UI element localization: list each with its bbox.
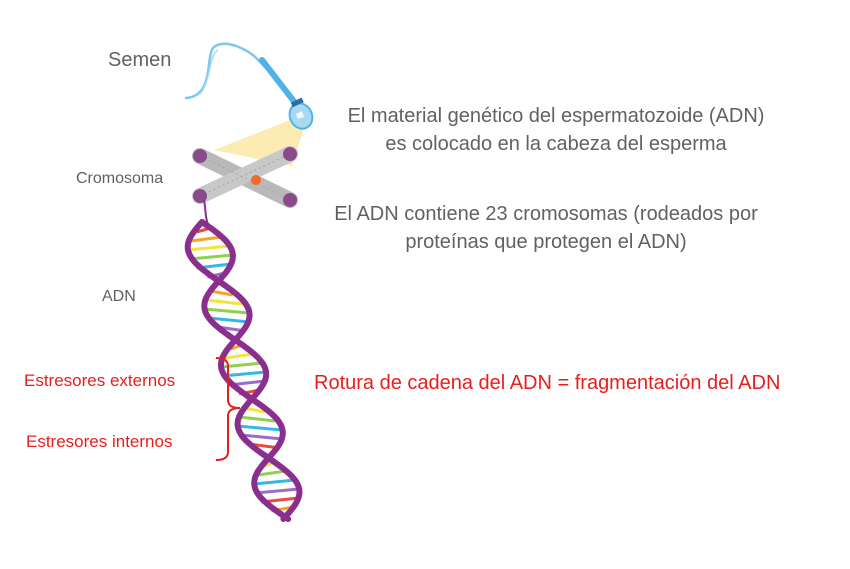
- base-pair: [241, 433, 283, 441]
- dna-strand-a: [199, 219, 303, 522]
- stressor-bracket: [215, 357, 241, 461]
- base-pair: [254, 478, 296, 486]
- base-pair: [255, 487, 300, 495]
- sperm-material-caption: El material genético del espermatozoide …: [318, 102, 794, 158]
- base-pair: [237, 424, 282, 432]
- sperm-icon: [184, 42, 314, 130]
- base-pair: [187, 244, 230, 252]
- adn-chromosome-caption: El ADN contiene 23 cromosomas (rodeados …: [306, 200, 786, 256]
- dna-helix-icon: [184, 219, 303, 522]
- base-pair: [204, 307, 249, 315]
- base-pair: [189, 253, 234, 261]
- internal-stressors-label: Estresores internos: [26, 432, 173, 451]
- cromosoma-label: Cromosoma: [76, 170, 164, 187]
- adn-caption-line-1: El ADN contiene 23 cromosomas (rodeados …: [334, 203, 758, 225]
- adn-label: ADN: [102, 288, 136, 305]
- base-pair: [222, 370, 267, 378]
- dna-strand-b: [184, 219, 292, 522]
- sperm-material-line-1: El material genético del espermatozoide …: [347, 105, 765, 127]
- base-pair: [190, 235, 223, 243]
- base-pair: [257, 469, 287, 477]
- base-pair: [210, 289, 233, 297]
- sperm-material-line-2: es colocado en la cabeza del esperma: [385, 133, 727, 155]
- semen-label: Semen: [108, 49, 172, 71]
- base-pair: [243, 406, 265, 414]
- adn-caption-line-2: proteínas que protegen el ADN): [405, 231, 687, 253]
- base-pair: [208, 316, 250, 324]
- base-pair: [205, 298, 243, 306]
- base-pair: [224, 352, 255, 360]
- base-pair: [238, 415, 276, 423]
- external-stressors-label: Estresores externos: [24, 371, 176, 390]
- chromosome-icon: [192, 146, 298, 225]
- dna-fragmentation-caption: Rotura de cadena del ADN = fragmentación…: [314, 372, 781, 394]
